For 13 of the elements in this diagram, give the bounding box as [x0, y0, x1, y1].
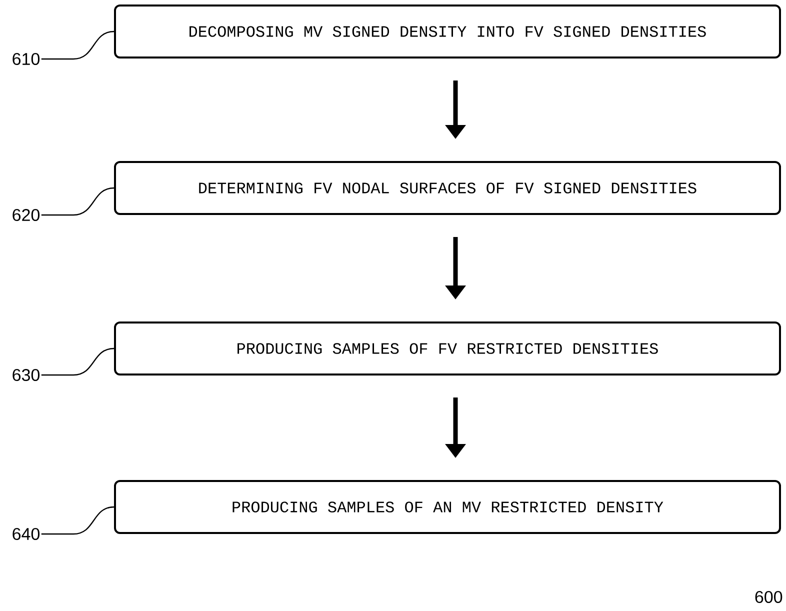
figure-number: 600 — [755, 590, 782, 604]
leader-line — [41, 506, 114, 535]
reference-number: 640 — [12, 528, 40, 540]
reference-number: 630 — [12, 368, 40, 382]
leader-line — [41, 30, 114, 60]
reference-number: 610 — [12, 52, 40, 66]
leader-line — [41, 187, 114, 216]
process-box: PRODUCING SAMPLES OF FV RESTRICTED DENSITIES — [114, 322, 781, 376]
reference-number: 620 — [12, 208, 40, 222]
leader-line — [41, 348, 114, 376]
process-box: PRODUCING SAMPLES OF AN MV RESTRICTED DENSITY — [114, 480, 781, 534]
process-box: DECOMPOSING MV SIGNED DENSITY INTO FV SIGNED DENSITIES — [114, 4, 781, 58]
process-box: DETERMINING FV NODAL SURFACES OF FV SIGNED DENSITIES — [114, 161, 781, 215]
